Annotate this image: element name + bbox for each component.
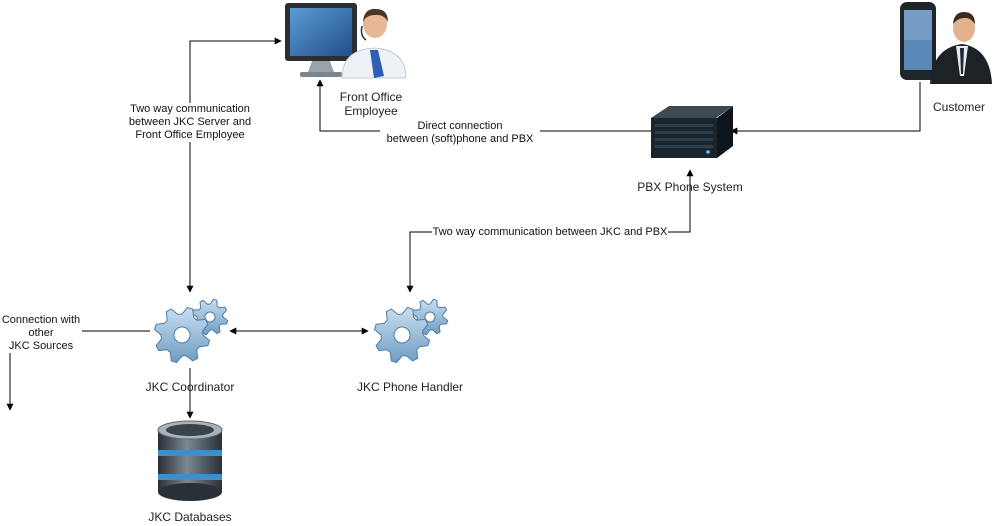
- gear-hole: [173, 326, 191, 344]
- edge-label-line: Front Office Employee: [135, 129, 245, 141]
- database-icon: [157, 420, 223, 501]
- edge-label-pbx-front-office: Direct connection between (soft)phone an…: [380, 120, 540, 146]
- gears-icon: [153, 298, 229, 364]
- edge-label-line: Direct connection: [417, 120, 503, 132]
- edge-label-line: Two way communication: [130, 103, 250, 115]
- front-office-label-line1: Front Office: [339, 90, 403, 104]
- coordinator-label: JKC Coordinator: [145, 380, 235, 394]
- databases-label: JKC Databases: [148, 510, 232, 524]
- connector-pbx-front-office: [316, 79, 652, 132]
- connector-coordinator-front-office: [186, 37, 282, 293]
- edge-label-other-sources: Connection with other JKC Sources: [0, 314, 82, 353]
- edge-label-line: other: [28, 327, 54, 339]
- server-icon: [651, 106, 733, 158]
- gear-hole: [424, 311, 436, 323]
- edge-label-line: between (soft)phone and PBX: [386, 133, 534, 145]
- front-office-label: Front Office Employee: [316, 90, 426, 118]
- connector-customer-pbx: [730, 82, 921, 135]
- desktop-user-icon: [285, 3, 407, 79]
- edge-label-coordinator-front-office: Two way communication between JKC Server…: [124, 103, 256, 142]
- front-office-label-line2: Employee: [344, 104, 398, 118]
- edge-label-line: between JKC Server and: [128, 116, 252, 128]
- edge-label-handler-pbx: Two way communication between JKC and PB…: [432, 226, 668, 239]
- gears-icon: [373, 298, 449, 364]
- gear-hole: [393, 326, 411, 344]
- gear-hole: [204, 311, 216, 323]
- pbx-label: PBX Phone System: [637, 180, 743, 194]
- edge-label-line: Connection with: [1, 314, 81, 326]
- edge-label-line: JKC Sources: [8, 340, 74, 352]
- phone-handler-label: JKC Phone Handler: [356, 380, 464, 394]
- customer-label: Customer: [932, 100, 985, 114]
- mobile-user-icon: [900, 2, 992, 84]
